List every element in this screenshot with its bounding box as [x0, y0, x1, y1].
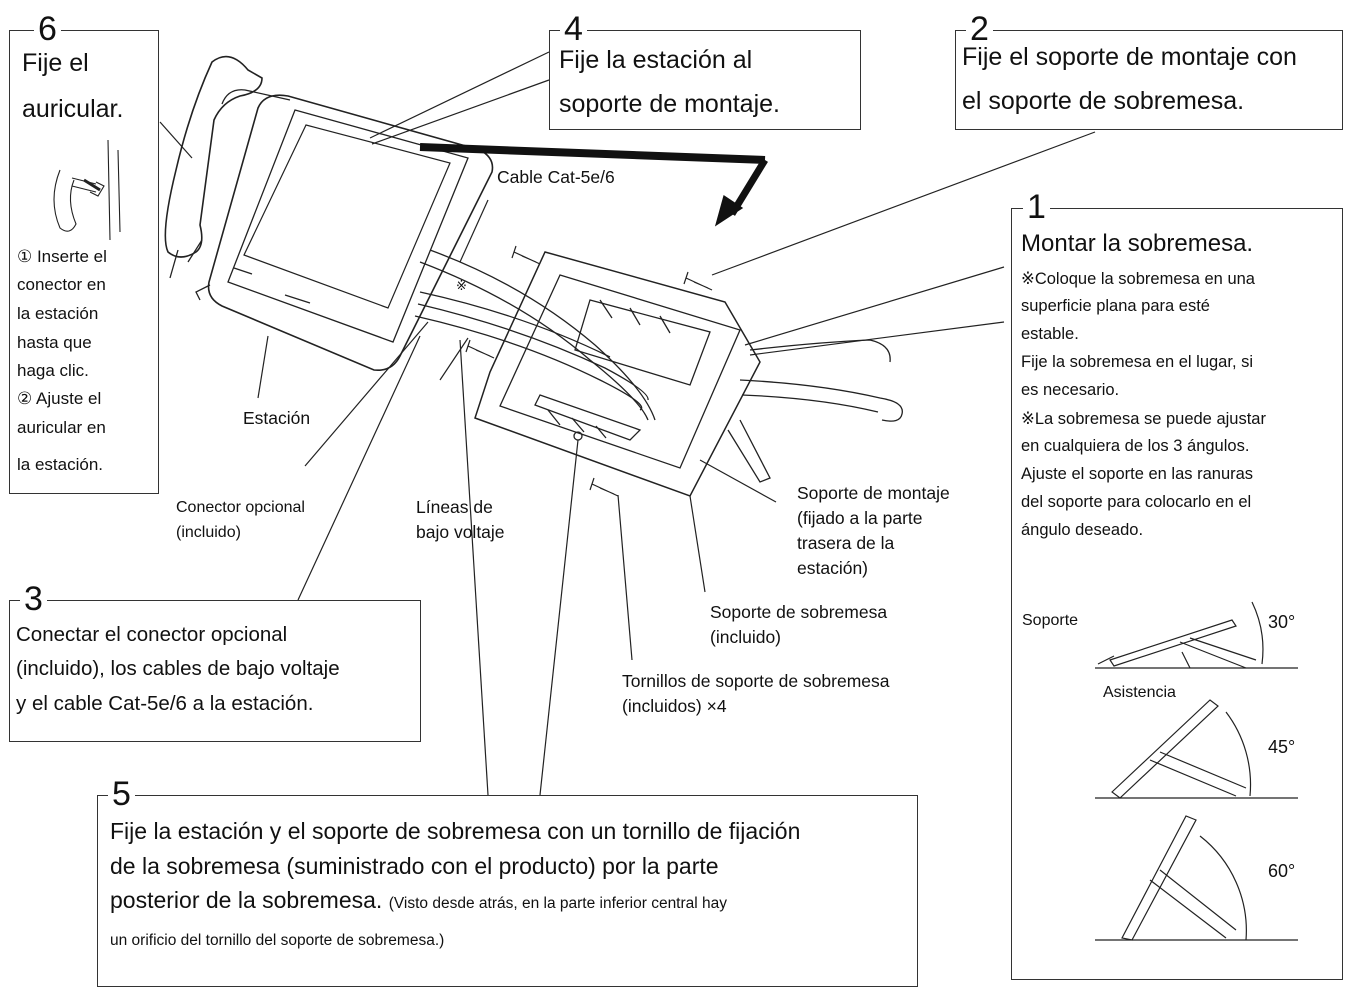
step1-line8: Ajuste el soporte en las ranuras	[1021, 465, 1254, 483]
step3-line3: y el cable Cat-5e/6 a la estación.	[16, 692, 314, 715]
step5-number: 5	[108, 777, 135, 811]
step4-box	[549, 30, 861, 130]
step1-line5: es necesario.	[1021, 381, 1120, 399]
step5-line3-main: posterior de la sobremesa.	[110, 887, 383, 913]
step6-line2: auricular.	[22, 95, 124, 123]
step1-line10: ángulo deseado.	[1021, 521, 1144, 539]
label-asistencia: Asistencia	[1103, 684, 1176, 701]
step6-sub8: la estación.	[17, 455, 103, 474]
step2-box	[955, 30, 1343, 130]
step2-line2: el soporte de sobremesa.	[962, 87, 1245, 115]
label-estacion: Estación	[243, 408, 311, 428]
screw-icons	[465, 245, 713, 497]
step1-line7: en cualquiera de los 3 ángulos.	[1021, 437, 1250, 455]
step1-number: 1	[1023, 190, 1050, 224]
step6-sub1: ① Inserte el	[17, 247, 107, 266]
station-drawing	[195, 89, 494, 372]
label-lineas: Líneas de bajo voltaje	[416, 497, 505, 542]
step4-line2: soporte de montaje.	[559, 90, 780, 118]
step1-line2: superficie plana para esté	[1021, 297, 1210, 315]
step6-sub7: auricular en	[17, 418, 106, 437]
step2-number: 2	[966, 12, 993, 46]
angle-30: 30°	[1268, 612, 1296, 632]
mount-arrow	[419, 143, 768, 227]
step6-sub4: hasta que	[17, 333, 92, 352]
label-sobremesa: Soporte de sobremesa (incluido)	[710, 602, 888, 647]
label-soporte: Soporte	[1022, 612, 1079, 629]
step1-line6: ※La sobremesa se puede ajustar	[1021, 410, 1266, 428]
step4-line1: Fije la estación al	[559, 46, 753, 74]
step6-sub2: conector en	[17, 275, 106, 294]
step5-line3: posterior de la sobremesa. (Visto desde …	[110, 884, 727, 920]
label-conector: Conector opcional (incluido)	[176, 499, 305, 541]
label-tornillos: Tornillos de soporte de sobremesa (inclu…	[622, 671, 890, 716]
step3-line1: Conectar el conector opcional	[16, 623, 288, 646]
step6-sub6: ② Ajuste el	[17, 389, 102, 408]
step5-note: (Visto desde atrás, en la parte inferior…	[388, 895, 728, 912]
step2-line1: Fije el soporte de montaje con	[962, 43, 1297, 71]
step6-sub5: haga clic.	[17, 361, 89, 380]
step5-line1: Fije la estación y el soporte de sobreme…	[110, 818, 801, 844]
step6-number: 6	[34, 12, 61, 46]
step1-line3: estable.	[1021, 325, 1079, 343]
label-cable: Cable Cat-5e/6	[497, 167, 615, 187]
step4-number: 4	[560, 12, 587, 46]
step3-box	[9, 600, 421, 742]
step1-line4: Fije la sobremesa en el lugar, si	[1021, 353, 1254, 371]
step6-box	[9, 30, 159, 494]
angle-diagrams	[1095, 601, 1298, 941]
step6-line1: Fije el	[22, 49, 89, 77]
step3-number: 3	[20, 582, 47, 616]
step3-line2: (incluido), los cables de bajo voltaje	[16, 657, 340, 680]
handset-drawing	[164, 55, 263, 279]
callout-lines	[159, 51, 1096, 796]
label-montaje: Soporte de montaje (fijado a la parte tr…	[797, 483, 950, 578]
step5-line2: de la sobremesa (suministrado con el pro…	[110, 853, 719, 879]
step6-sub3: la estación	[17, 304, 99, 323]
connector-detail	[53, 139, 121, 241]
step5-note2: un orificio del tornillo del soporte de …	[110, 932, 445, 949]
bracket-drawing	[474, 251, 771, 497]
angle-60: 60°	[1268, 861, 1296, 881]
cable-bundle	[414, 249, 903, 422]
step1-line9: del soporte para colocarlo en el	[1021, 493, 1252, 511]
step1-line1: ※Coloque la sobremesa en una	[1021, 270, 1255, 288]
angle-45: 45°	[1268, 737, 1296, 757]
label-mark: ※	[456, 278, 467, 293]
step1-title: Montar la sobremesa.	[1021, 230, 1254, 257]
